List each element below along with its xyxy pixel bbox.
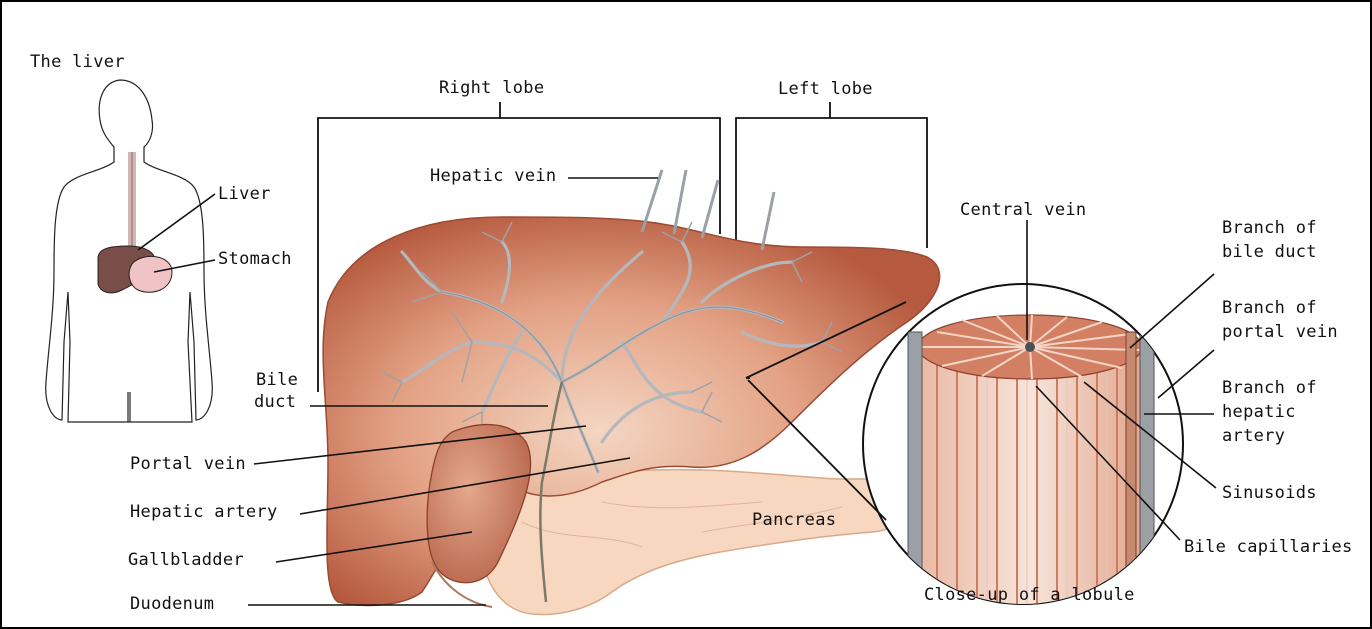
label-bile-capillaries: Bile capillaries bbox=[1184, 537, 1353, 558]
label-liver: Liver bbox=[218, 184, 271, 205]
central-vein-dot bbox=[1025, 342, 1035, 352]
label-branch-hepatic-artery-3: artery bbox=[1222, 426, 1285, 447]
label-gallbladder: Gallbladder bbox=[128, 550, 244, 571]
label-portal-vein: Portal vein bbox=[130, 454, 246, 475]
small-stomach bbox=[129, 256, 172, 292]
label-left-lobe: Left lobe bbox=[778, 79, 873, 100]
label-right-lobe: Right lobe bbox=[439, 78, 544, 99]
label-branch-hepatic-artery-1: Branch of bbox=[1222, 378, 1317, 399]
label-branch-hepatic-artery-2: hepatic bbox=[1222, 402, 1296, 423]
label-branch-portal-vein-2: portal vein bbox=[1222, 322, 1338, 343]
label-branch-portal-vein-1: Branch of bbox=[1222, 298, 1317, 319]
label-hepatic-vein: Hepatic vein bbox=[430, 166, 556, 187]
label-branch-bile-duct-1: Branch of bbox=[1222, 218, 1317, 239]
label-central-vein: Central vein bbox=[960, 200, 1086, 221]
label-branch-bile-duct-2: bile duct bbox=[1222, 242, 1317, 263]
label-pancreas: Pancreas bbox=[752, 510, 836, 531]
label-sinusoids: Sinusoids bbox=[1222, 483, 1317, 504]
lobule-caption: Close-up of a lobule bbox=[924, 585, 1135, 606]
label-bile-duct-1: Bile bbox=[256, 370, 298, 391]
panel-title: The liver bbox=[30, 52, 125, 73]
label-duodenum: Duodenum bbox=[130, 594, 214, 615]
label-hepatic-artery: Hepatic artery bbox=[130, 502, 278, 523]
label-bile-duct-2: duct bbox=[254, 392, 296, 413]
label-stomach: Stomach bbox=[218, 249, 292, 270]
